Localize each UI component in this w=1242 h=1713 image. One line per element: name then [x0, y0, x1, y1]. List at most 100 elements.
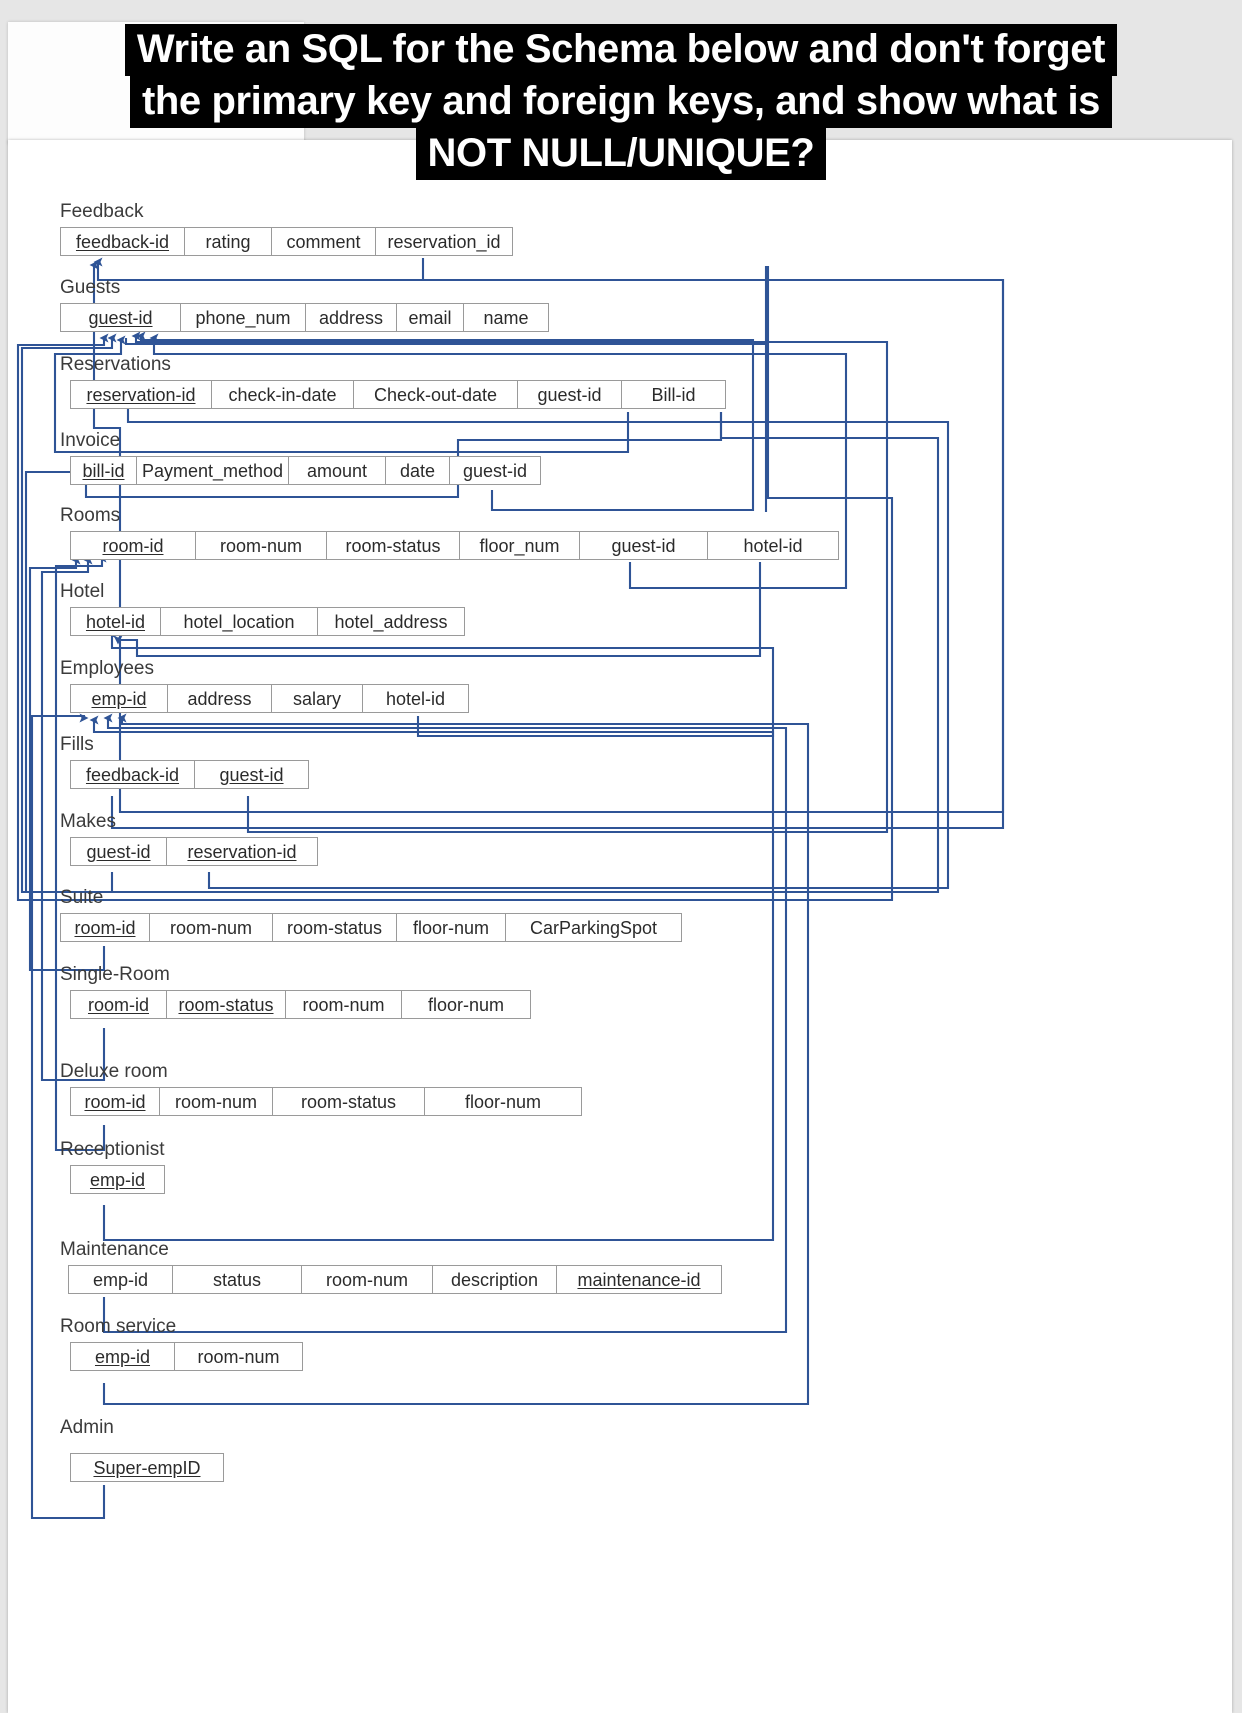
attribute-cell[interactable]: guest-id	[462, 460, 528, 481]
document-page: Feedback feedback-id rating comment rese…	[8, 140, 1232, 1713]
entity-name: Hotel	[60, 581, 105, 602]
attribute-cell[interactable]: room-id	[71, 1088, 160, 1115]
attribute-cell[interactable]: guest-id	[61, 304, 181, 331]
entity-name: Rooms	[60, 505, 121, 526]
entity-room-service: Room service emp-id room-num	[60, 1317, 303, 1371]
attribute-cell[interactable]: guest-id	[518, 381, 622, 408]
attribute-cell[interactable]: reservation_id	[387, 231, 501, 252]
entity-name: Receptionist	[60, 1139, 165, 1160]
attribute-cell[interactable]: date	[386, 457, 450, 484]
entity-makes: Makes guest-id reservation-id	[60, 812, 318, 866]
attribute-cell[interactable]: room-id	[61, 914, 150, 941]
attribute-cell[interactable]: address	[168, 685, 272, 712]
entity-invoice: Invoice bill-id Payment_method amount da…	[60, 431, 541, 485]
entity-suite: Suite room-id room-num room-status floor…	[60, 888, 682, 942]
attribute-cell[interactable]: room-status	[327, 532, 460, 559]
attribute-cell[interactable]: phone_num	[181, 304, 306, 331]
attribute-cell[interactable]: room-id	[71, 991, 167, 1018]
entity-receptionist: Receptionist emp-id	[60, 1140, 165, 1194]
attribute-cell[interactable]: hotel-id	[385, 688, 446, 709]
attribute-row: Super-empID	[70, 1453, 224, 1482]
attribute-cell[interactable]: room-num	[150, 914, 273, 941]
attribute-cell[interactable]: status	[173, 1266, 302, 1293]
attribute-cell[interactable]: email	[397, 304, 464, 331]
attribute-cell[interactable]: room-num	[197, 1346, 280, 1367]
attribute-cell[interactable]: feedback-id	[71, 761, 195, 788]
attribute-cell[interactable]: Check-out-date	[354, 381, 518, 408]
attribute-cell[interactable]: floor-num	[464, 1091, 542, 1112]
attribute-cell[interactable]: reservation-id	[71, 381, 212, 408]
entity-name: Deluxe room	[60, 1061, 168, 1082]
entity-feedback: Feedback feedback-id rating comment rese…	[60, 202, 513, 256]
entity-name: Makes	[60, 811, 116, 832]
entity-name: Room service	[60, 1316, 177, 1337]
entity-hotel: Hotel hotel-id hotel_location hotel_addr…	[60, 582, 465, 636]
attribute-row: room-id room-num room-status floor_num g…	[70, 531, 839, 560]
attribute-cell[interactable]: comment	[272, 228, 376, 255]
attribute-cell[interactable]: guest-id	[580, 532, 708, 559]
attribute-cell[interactable]: floor-num	[427, 994, 505, 1015]
attribute-cell[interactable]: room-num	[160, 1088, 273, 1115]
attribute-row: emp-id address salary hotel-id	[70, 684, 469, 713]
attribute-row: feedback-id guest-id	[70, 760, 309, 789]
entity-rooms: Rooms room-id room-num room-status floor…	[60, 506, 839, 560]
attribute-row: reservation-id check-in-date Check-out-d…	[70, 380, 726, 409]
attribute-cell[interactable]: amount	[289, 457, 386, 484]
entity-employees: Employees emp-id address salary hotel-id	[60, 659, 469, 713]
attribute-cell[interactable]: room-status	[273, 914, 397, 941]
attribute-cell[interactable]: guest-id	[71, 838, 167, 865]
attribute-row: room-id room-num room-status floor-num	[70, 1087, 582, 1116]
attribute-row: emp-id	[70, 1165, 165, 1194]
attribute-cell[interactable]: hotel-id	[743, 535, 803, 556]
attribute-cell[interactable]: hotel_location	[161, 608, 318, 635]
entity-name: Reservations	[60, 354, 171, 375]
attribute-cell[interactable]: address	[306, 304, 397, 331]
attribute-row: feedback-id rating comment reservation_i…	[60, 227, 513, 256]
attribute-cell[interactable]: floor_num	[460, 532, 580, 559]
attribute-cell[interactable]: hotel-id	[71, 608, 161, 635]
attribute-row: guest-id phone_num address email name	[60, 303, 549, 332]
entity-name: Guests	[60, 277, 121, 298]
attribute-cell[interactable]: emp-id	[71, 685, 168, 712]
attribute-cell[interactable]: emp-id	[89, 1169, 146, 1190]
attribute-cell[interactable]: room-num	[302, 1266, 433, 1293]
entity-name: Admin	[60, 1417, 114, 1438]
attribute-cell[interactable]: emp-id	[71, 1343, 175, 1370]
attribute-cell[interactable]: room-num	[286, 991, 402, 1018]
attribute-cell[interactable]: hotel_address	[334, 611, 448, 632]
entity-deluxe-room: Deluxe room room-id room-num room-status…	[60, 1062, 582, 1116]
attribute-cell[interactable]: description	[433, 1266, 557, 1293]
attribute-cell[interactable]: rating	[185, 228, 272, 255]
attribute-cell[interactable]: reservation-id	[187, 841, 297, 862]
attribute-cell[interactable]: CarParkingSpot	[529, 917, 658, 938]
entity-reservations: Reservations reservation-id check-in-dat…	[60, 355, 726, 409]
attribute-cell[interactable]: guest-id	[219, 764, 284, 785]
attribute-cell[interactable]: bill-id	[71, 457, 137, 484]
attribute-cell[interactable]: check-in-date	[212, 381, 354, 408]
attribute-cell[interactable]: salary	[272, 685, 363, 712]
attribute-row: guest-id reservation-id	[70, 837, 318, 866]
entity-name: Invoice	[60, 430, 121, 451]
attribute-row: bill-id Payment_method amount date guest…	[70, 456, 541, 485]
attribute-cell[interactable]: floor-num	[397, 914, 506, 941]
entity-name: Suite	[60, 887, 104, 908]
attribute-cell[interactable]: maintenance-id	[577, 1269, 701, 1290]
attribute-cell[interactable]: Payment_method	[137, 457, 289, 484]
attribute-row: room-id room-status room-num floor-num	[70, 990, 531, 1019]
attribute-cell[interactable]: emp-id	[69, 1266, 173, 1293]
attribute-cell[interactable]: Super-empID	[93, 1457, 201, 1478]
attribute-cell[interactable]: Bill-id	[651, 384, 696, 405]
attribute-cell[interactable]: feedback-id	[61, 228, 185, 255]
attribute-cell[interactable]: room-status	[167, 991, 286, 1018]
attribute-row: room-id room-num room-status floor-num C…	[60, 913, 682, 942]
attribute-cell[interactable]: room-status	[273, 1088, 425, 1115]
attribute-row: emp-id status room-num description maint…	[68, 1265, 722, 1294]
entity-guests: Guests guest-id phone_num address email …	[60, 278, 549, 332]
attribute-cell[interactable]: name	[483, 307, 529, 328]
attribute-cell[interactable]: room-id	[71, 532, 196, 559]
entity-fills: Fills feedback-id guest-id	[60, 735, 309, 789]
entity-name: Single-Room	[60, 964, 170, 985]
entity-name: Fills	[60, 734, 94, 755]
attribute-cell[interactable]: room-num	[196, 532, 327, 559]
